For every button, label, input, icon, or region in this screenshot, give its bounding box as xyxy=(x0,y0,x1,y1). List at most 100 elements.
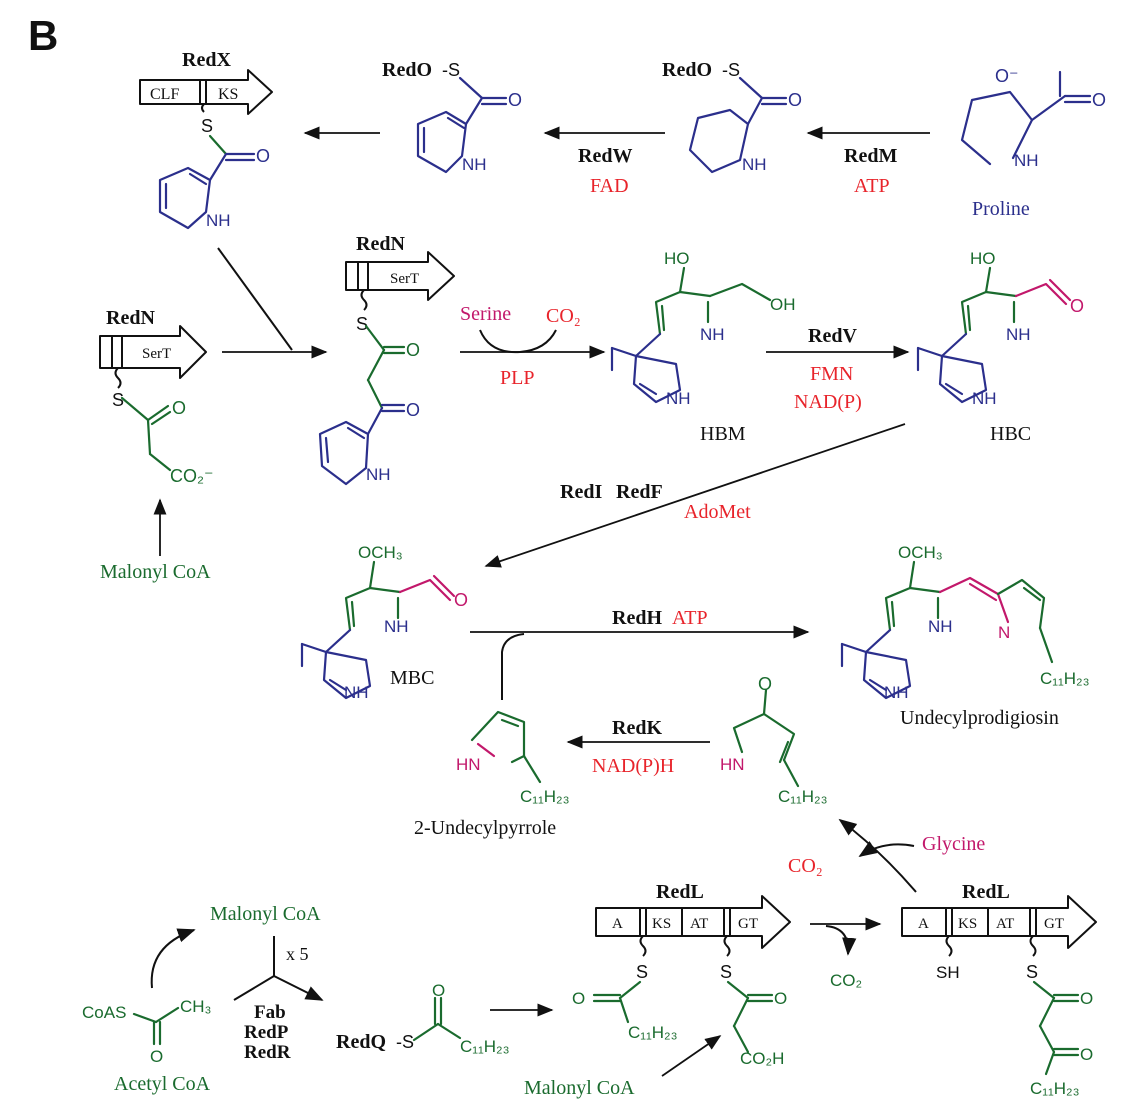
gt-domain: GT xyxy=(738,916,758,932)
nh-label: NH xyxy=(700,325,725,344)
fab-elongation-arrow xyxy=(233,975,324,1001)
nh-label: NH xyxy=(366,465,391,484)
redi-redf-arrow xyxy=(484,423,906,568)
at-domain: AT xyxy=(690,916,708,932)
redn-label: RedN xyxy=(356,233,405,255)
adomet-label: AdoMet xyxy=(684,501,751,523)
wavy-link xyxy=(114,367,122,389)
carboxylate-label: CO₂⁻ xyxy=(170,466,214,486)
serine-co2-curve xyxy=(479,329,557,354)
acetyl-coa-structure xyxy=(132,1006,180,1046)
co2-label: CO₂ xyxy=(830,971,862,990)
clf-domain: CLF xyxy=(150,86,179,103)
carboxylic-acid-label: CO₂H xyxy=(740,1049,784,1068)
hbc-structure xyxy=(916,266,1072,404)
redx-label: RedX xyxy=(182,49,231,71)
sert-domain: SerT xyxy=(142,346,171,362)
thioester-s-label: -S xyxy=(722,60,740,80)
redk-label: RedK xyxy=(612,717,662,739)
prolyl-structure xyxy=(688,76,788,174)
a-domain: A xyxy=(918,916,929,932)
methyl-label: CH₃ xyxy=(180,997,211,1016)
glycine-label: Glycine xyxy=(922,833,985,855)
oxygen-label: O xyxy=(256,146,270,166)
condensation-line xyxy=(217,247,293,351)
ks-domain: KS xyxy=(218,86,238,103)
nh-label: NH xyxy=(206,211,231,230)
undecyl-label: C₁₁H₂₃ xyxy=(1040,669,1090,688)
redl-loaded-domain-block xyxy=(595,895,791,949)
oxygen-label: O xyxy=(1092,90,1106,110)
sert-domain: SerT xyxy=(390,271,419,287)
oxygen-label: O xyxy=(572,989,585,1008)
hn-label: HN xyxy=(720,755,745,774)
redf-label: RedF xyxy=(616,481,663,503)
oxygen-label: O xyxy=(774,989,787,1008)
redl-acyl-structures xyxy=(592,980,774,1054)
redh-label: RedH xyxy=(612,607,662,629)
wavy-link xyxy=(945,935,953,957)
sulfur-label: S xyxy=(201,116,213,136)
serine-label: Serine xyxy=(460,303,511,325)
oxygen-label: O xyxy=(150,1047,163,1066)
thiol-label: SH xyxy=(936,963,960,982)
pyrrolinone-structure xyxy=(732,688,800,788)
sulfur-label: S xyxy=(112,390,124,410)
nh-label: NH xyxy=(742,155,767,174)
plp-label: PLP xyxy=(500,367,534,389)
redx-pyrrolyl-structure xyxy=(158,134,256,230)
oxygen-label: O xyxy=(406,400,420,420)
atp-label: ATP xyxy=(672,607,708,629)
nh-label: NH xyxy=(384,617,409,636)
aldehyde-o-label: O xyxy=(454,590,468,610)
redp-label: RedP xyxy=(244,1022,289,1043)
undecyl-label: C₁₁H₂₃ xyxy=(778,787,828,806)
methoxy-label: OCH₃ xyxy=(898,543,943,562)
aldehyde-o-label: O xyxy=(1070,296,1084,316)
redl-label: RedL xyxy=(962,881,1010,903)
ketoacyl-structure xyxy=(1032,980,1080,1076)
redq-label: RedQ xyxy=(336,1031,386,1053)
proline-structure xyxy=(960,70,1092,166)
undecylpyrrole-label: 2-Undecylpyrrole xyxy=(414,817,556,839)
glycine-condensation-arrow xyxy=(838,818,917,893)
mbc-structure xyxy=(300,560,456,700)
ks-domain: KS xyxy=(958,916,977,932)
pyrrolyl-structure xyxy=(416,76,508,174)
malonyl-structure xyxy=(120,396,172,472)
fab-label: Fab xyxy=(254,1002,286,1023)
redl-label: RedL xyxy=(656,881,704,903)
nh-label: NH xyxy=(884,683,909,702)
dodecanoyl-structure xyxy=(412,996,462,1042)
acetyl-to-malonyl-arrow xyxy=(150,928,196,989)
nadp-label: NAD(P) xyxy=(794,391,862,413)
panel-label: B xyxy=(28,12,58,59)
undecyl-label: C₁₁H₂₃ xyxy=(628,1023,678,1042)
undecylpyrrole-structure xyxy=(470,710,542,784)
wavy-link xyxy=(1029,935,1037,957)
co2-release-curve xyxy=(825,925,857,956)
coas-label: CoAS xyxy=(82,1003,126,1022)
redi-label: RedI xyxy=(560,481,602,503)
carboxylate-o-label: O⁻ xyxy=(995,66,1019,86)
redr-label: RedR xyxy=(244,1042,291,1063)
redl-condensed-domain-block xyxy=(901,895,1097,949)
hbc-label: HBC xyxy=(990,423,1031,445)
sulfur-label: S xyxy=(720,962,732,982)
oxygen-label: O xyxy=(172,398,186,418)
undecylprodigiosin-structure xyxy=(840,560,1054,700)
wavy-link xyxy=(639,935,647,957)
oxygen-label: O xyxy=(406,340,420,360)
a-domain: A xyxy=(612,916,623,932)
redn-sert-domain-block xyxy=(345,251,455,301)
wavy-link xyxy=(723,935,731,957)
co2-label: CO₂ xyxy=(546,305,581,327)
undecyl-label: C₁₁H₂₃ xyxy=(460,1037,510,1056)
oxygen-label: O xyxy=(788,90,802,110)
sulfur-label: S xyxy=(636,962,648,982)
redn-malonyl-domain-block xyxy=(99,325,207,379)
nh-label: NH xyxy=(1014,151,1039,170)
nh-label: NH xyxy=(344,683,369,702)
imine-n-label: N xyxy=(998,623,1010,642)
